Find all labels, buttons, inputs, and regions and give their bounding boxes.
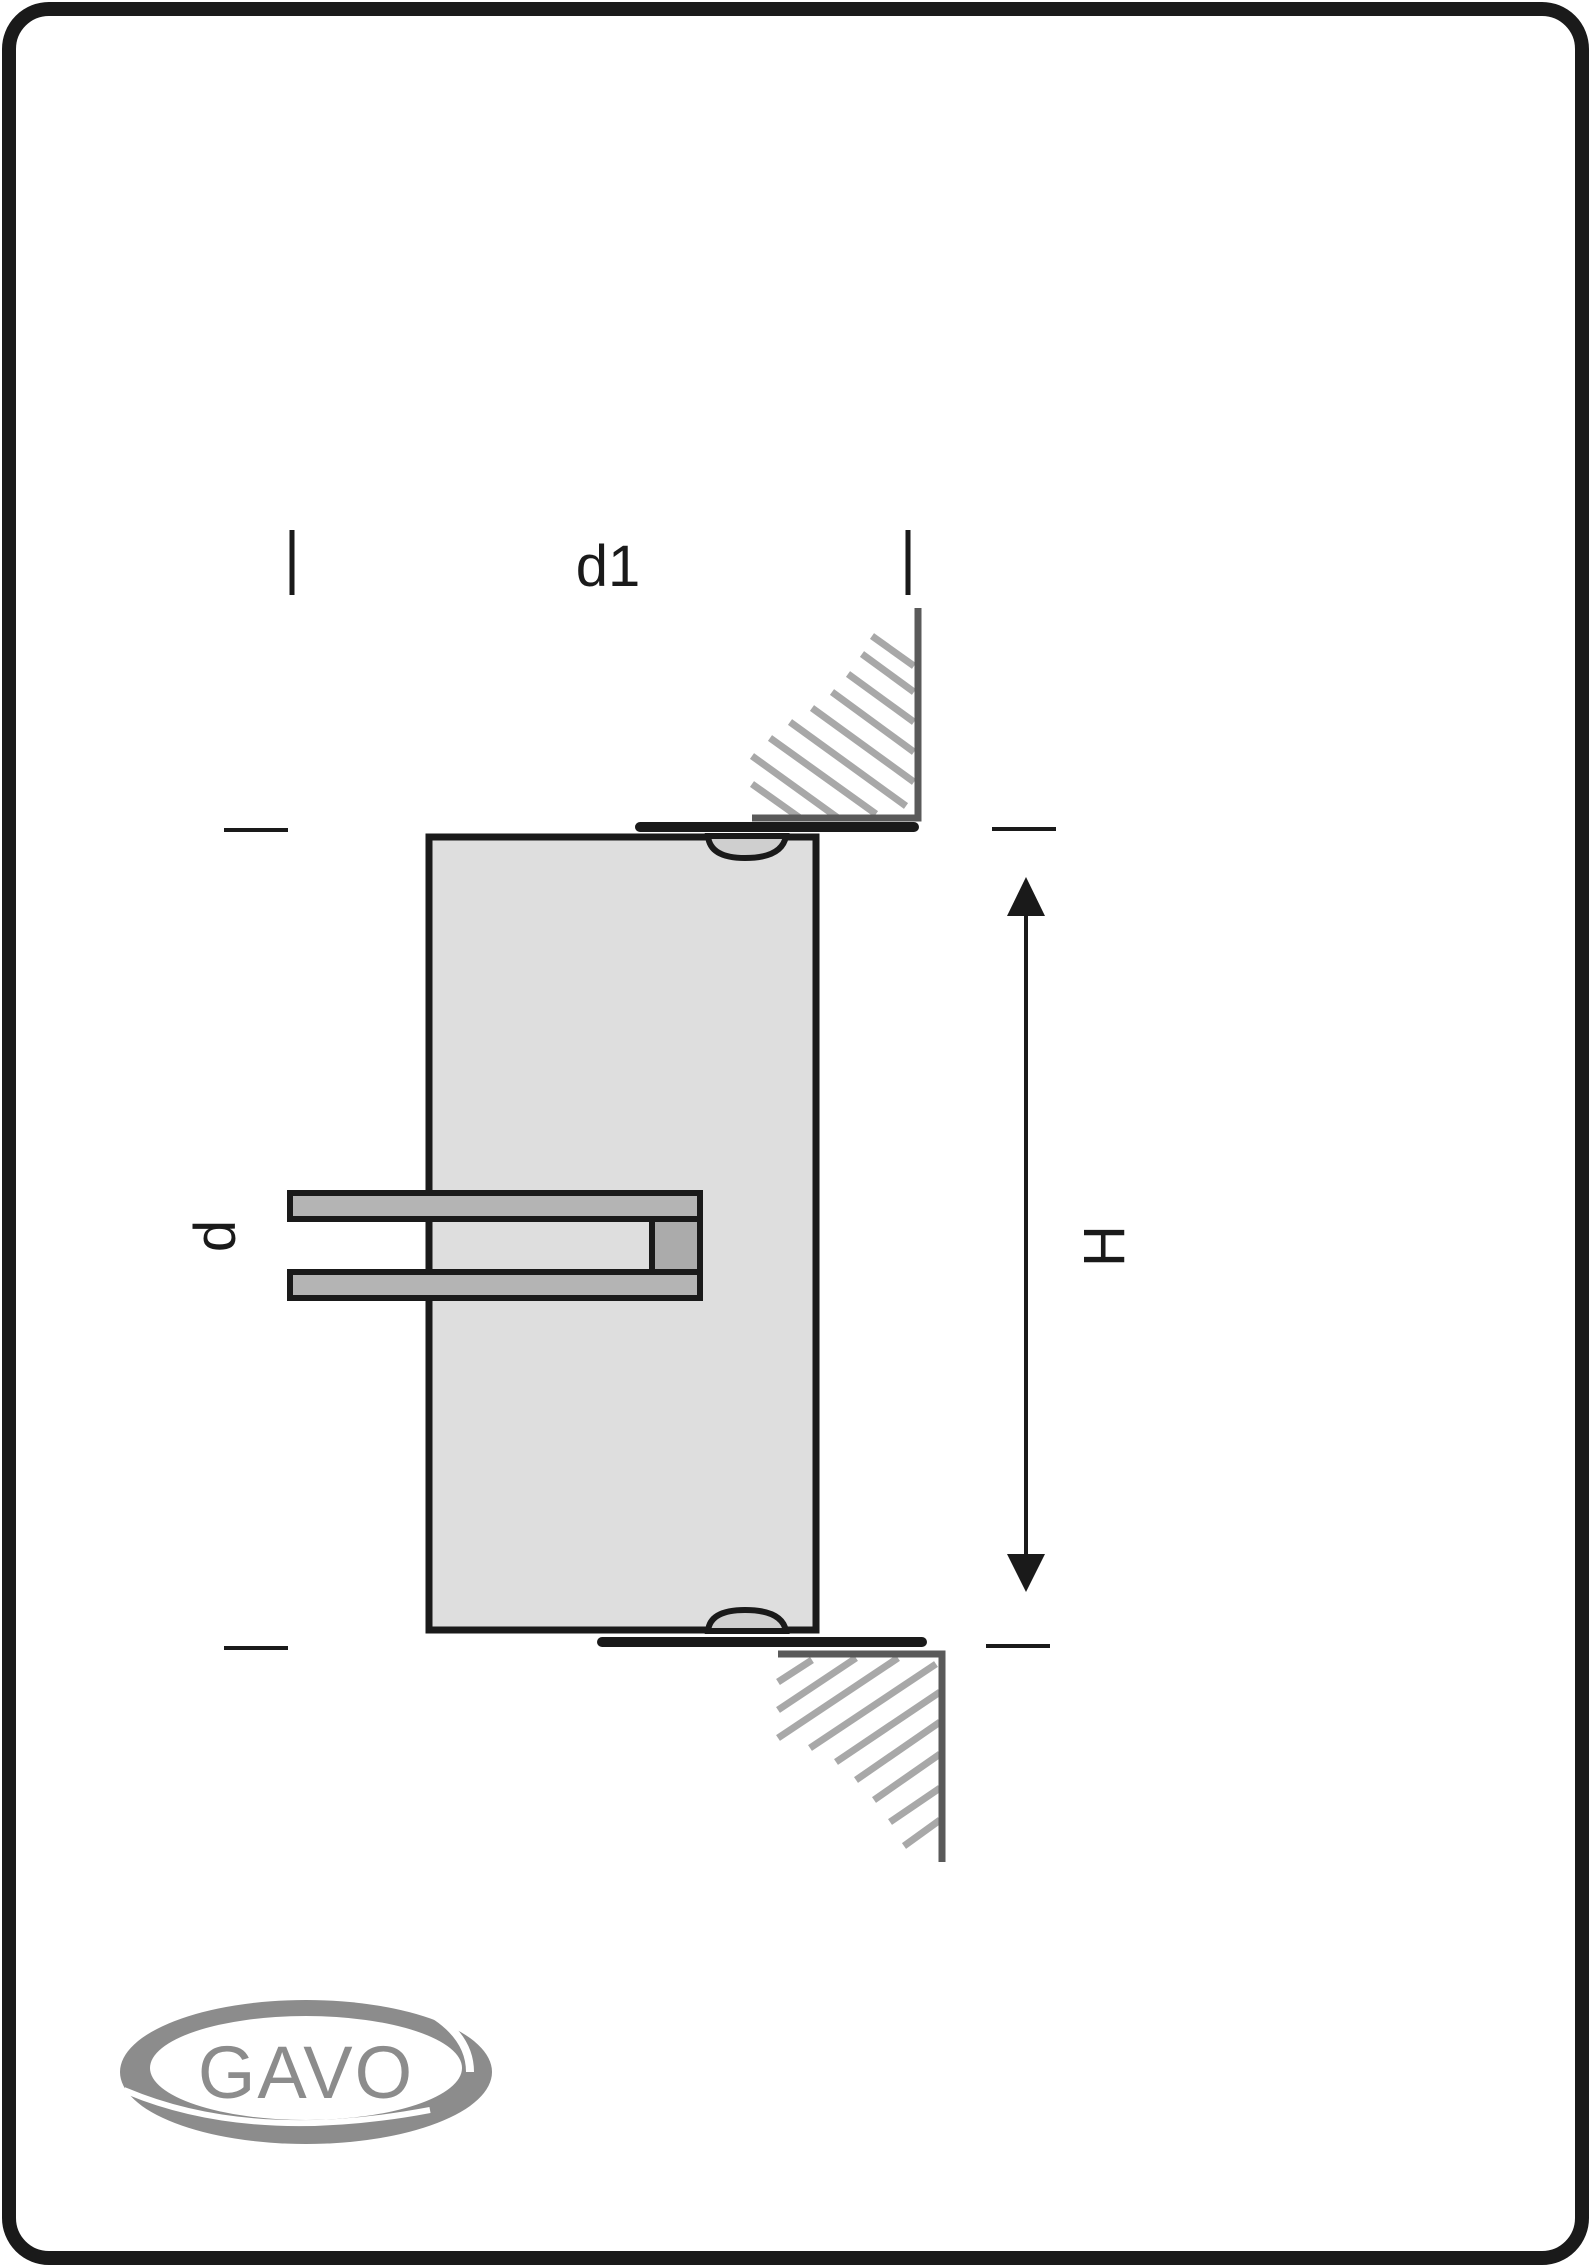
h-dimension-arrow [1007,877,1045,1592]
h-arrow-up [1007,877,1045,916]
d1-dimension [289,530,911,595]
upper-wall-hatch [749,633,917,821]
d-label: d [183,1220,248,1252]
h-label: H [1072,1225,1137,1267]
shaft-upper-wall [287,1190,703,1222]
h-arrow-down [1007,1554,1045,1592]
lower-wall-hatch [776,1655,943,1849]
d1-label: d1 [576,534,641,599]
shaft-lower-wall [287,1269,703,1301]
upper-gasket [704,833,790,862]
housing-body [425,833,820,1634]
upper-wall-corner [752,608,922,822]
lower-wall-corner [778,1650,946,1862]
logo-text: GAVO [198,2031,414,2114]
shaft-end-plug [649,1216,703,1275]
lower-gasket [704,1606,790,1634]
gavo-logo-icon: GAVO [120,2000,492,2144]
extension-ticks [224,827,1056,1650]
